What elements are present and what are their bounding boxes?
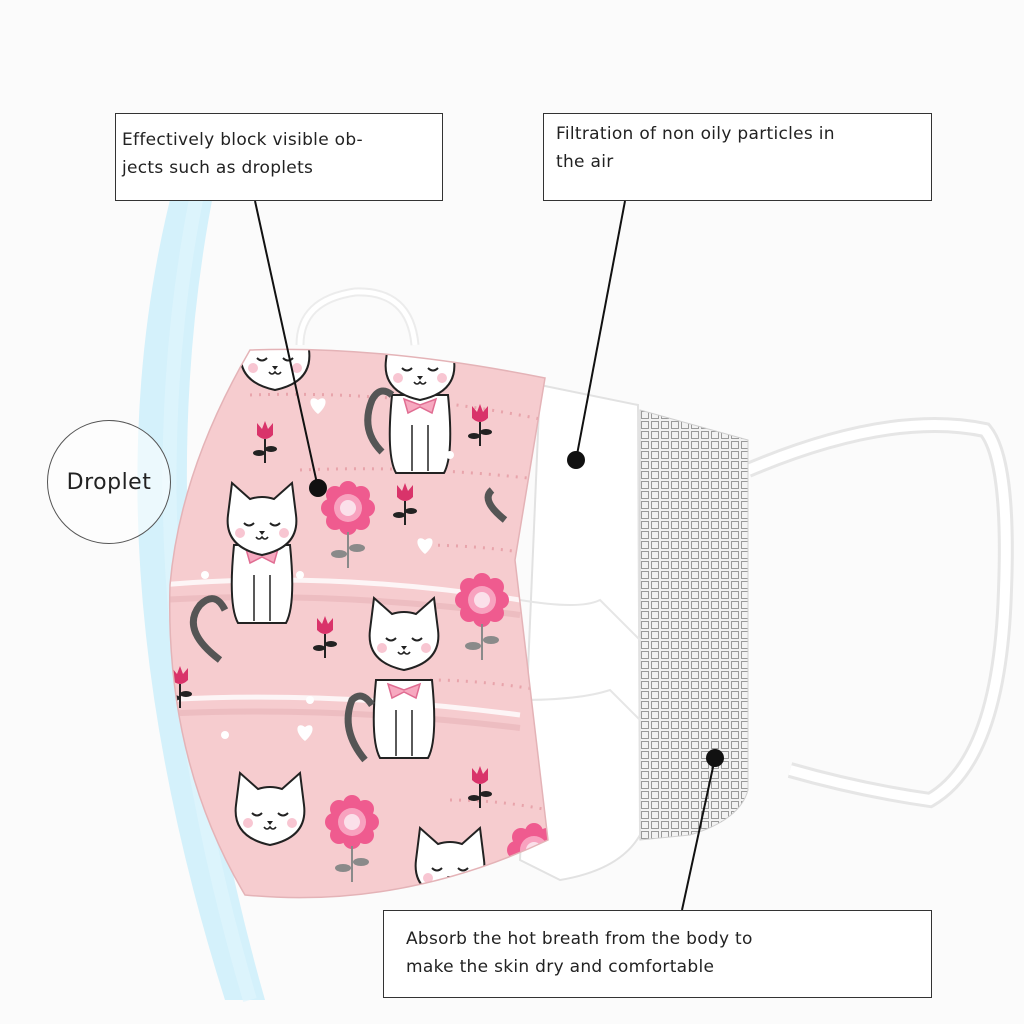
ear-loop-top bbox=[295, 287, 420, 346]
callout-text-line: the air bbox=[556, 152, 614, 172]
droplet-badge: Droplet bbox=[47, 420, 171, 544]
callout-text-line: Absorb the hot breath from the body to bbox=[406, 929, 753, 949]
callout-text-line: jects such as droplets bbox=[122, 158, 314, 178]
callout-block-droplets: Effectively block visible ob- jects such… bbox=[115, 113, 443, 201]
callout-absorb-breath: Absorb the hot breath from the body to m… bbox=[383, 910, 932, 998]
white-filter-layer bbox=[518, 383, 642, 882]
cat-icon bbox=[230, 544, 294, 624]
callout-text-line: Effectively block visible ob- bbox=[122, 130, 363, 150]
leader-line-block bbox=[254, 200, 319, 489]
callout-filtration: Filtration of non oily particles in the … bbox=[543, 113, 932, 201]
leader-line-filtration bbox=[575, 200, 626, 461]
cat-icon bbox=[384, 349, 456, 401]
leader-dot-filtration bbox=[567, 451, 585, 469]
leader-dot-block bbox=[309, 479, 327, 497]
cat-icon bbox=[388, 394, 452, 474]
ear-loop-right bbox=[744, 417, 1014, 809]
cat-icon bbox=[372, 679, 436, 759]
pink-cat-pattern-layer bbox=[169, 349, 548, 898]
callout-text-line: make the skin dry and comfortable bbox=[406, 957, 715, 977]
leader-dot-absorb bbox=[706, 749, 724, 767]
droplet-label: Droplet bbox=[66, 469, 152, 495]
callout-text-line: Filtration of non oily particles in bbox=[556, 124, 835, 144]
leader-line-absorb bbox=[681, 757, 716, 911]
mesh-filter-layer bbox=[639, 409, 749, 841]
